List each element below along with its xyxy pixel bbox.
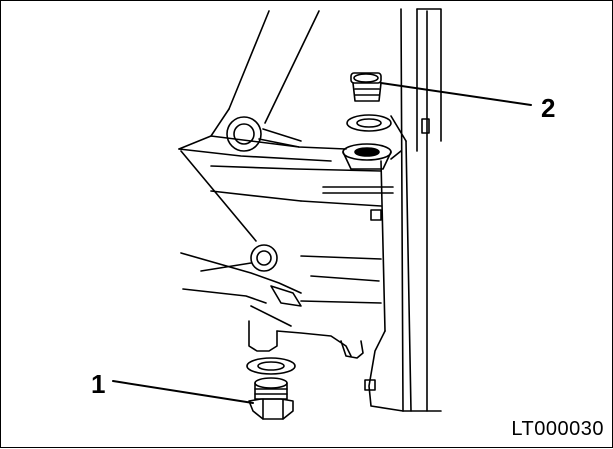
transmission-housing [178, 135, 404, 412]
drain-plug-assembly [246, 357, 296, 420]
callout-label-1: 1 [91, 369, 106, 399]
leader-line-1 [112, 380, 254, 404]
drain-boss [248, 320, 364, 359]
filler-plug-assembly [342, 72, 392, 170]
lower-lever [180, 244, 302, 327]
housing-right-plates [390, 8, 442, 412]
figure-code: LT000030 [511, 418, 604, 440]
leader-line-2 [380, 82, 532, 106]
callout-label-2: 2 [541, 93, 556, 123]
upper-arm [210, 10, 320, 137]
